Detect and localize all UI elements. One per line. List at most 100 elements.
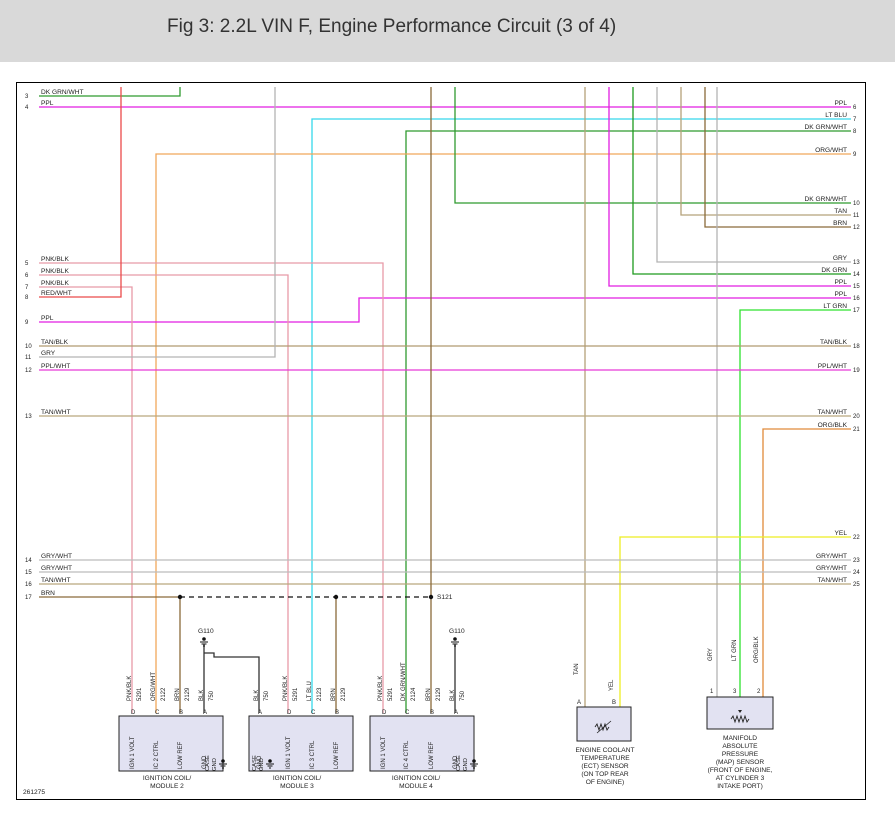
module-pin-function: LOW REF xyxy=(178,741,184,769)
left-pin-wire-label: GRY xyxy=(41,350,56,357)
splice-dot xyxy=(428,594,434,600)
splice-dot xyxy=(333,594,339,600)
right-pin-number: 7 xyxy=(853,117,857,123)
left-pin-number: 5 xyxy=(25,261,29,267)
module-pin-circuit: 5291 xyxy=(388,687,394,701)
module-pin-wire-label: BRN xyxy=(175,688,181,701)
ect-pin-letter: B xyxy=(612,700,616,706)
ect-sensor-name: TEMPERATURE xyxy=(580,755,630,762)
wire-gry-13 xyxy=(656,87,851,263)
wire-lt-blu-ic3 xyxy=(311,118,851,713)
right-pin-wire-label: PPL/WHT xyxy=(818,363,847,370)
wire-blk-gnd3 xyxy=(204,652,260,713)
left-pin-number: 8 xyxy=(25,295,29,301)
module-pin-function: LOW REF xyxy=(429,741,435,769)
right-pin-wire-label: GRY/WHT xyxy=(816,553,847,560)
module-case-gnd-label: GND xyxy=(463,758,469,771)
ect-thermistor-symbol xyxy=(594,722,610,732)
module-pin-letter: A xyxy=(258,710,262,716)
right-pin-number: 14 xyxy=(853,272,860,278)
left-pin-wire-label: TAN/WHT xyxy=(41,409,71,416)
right-pin-wire-label: TAN/WHT xyxy=(817,577,847,584)
module-pin-circuit: 5291 xyxy=(293,687,299,701)
module-pin-letter: B xyxy=(179,710,183,716)
right-pin-number: 9 xyxy=(853,152,857,158)
component-layer xyxy=(118,594,774,772)
ect-pin-wire-label: YEL xyxy=(609,679,615,691)
left-pin-number: 12 xyxy=(25,368,32,374)
right-pin-wire-label: LT BLU xyxy=(825,112,847,119)
right-pin-wire-label: TAN/WHT xyxy=(817,409,847,416)
module-pin-letter: A xyxy=(203,710,207,716)
module-case-gnd-label: GND xyxy=(212,758,218,771)
right-pin-number: 23 xyxy=(853,558,860,564)
module-pin-letter: B xyxy=(335,710,339,716)
ground-label-g110-b: G110 xyxy=(449,628,465,635)
left-pin-wire-label: TAN/WHT xyxy=(41,577,71,584)
module-pin-wire-label: ORG/WHT xyxy=(151,672,157,701)
module-pin-letter: A xyxy=(454,710,458,716)
ect-pin-letter: A xyxy=(577,700,581,706)
map-potentiometer-symbol xyxy=(730,714,750,724)
module-pin-function: GND xyxy=(453,755,459,769)
right-pin-wire-label: TAN xyxy=(834,208,847,215)
module-pin-circuit: 2124 xyxy=(411,687,417,701)
module-pin-wire-label: PNK/BLK xyxy=(283,676,289,701)
ignition-coil-module-2 xyxy=(118,715,224,772)
wire-dk-grn-wht-ic4 xyxy=(405,130,851,713)
right-pin-number: 20 xyxy=(853,414,860,420)
wire-ppl-15 xyxy=(608,87,851,287)
map-sensor-name: ABSOLUTE xyxy=(722,743,758,750)
ground-g110-a-dot xyxy=(202,637,206,641)
left-pin-wire-label: BRN xyxy=(41,590,55,597)
left-pin-number: 11 xyxy=(25,355,32,361)
left-pin-number: 9 xyxy=(25,320,29,326)
module-name: MODULE 4 xyxy=(399,783,433,790)
left-pin-number: 13 xyxy=(25,414,32,420)
wire-lt-grn-map xyxy=(739,309,851,701)
map-pin-wire-label: GRY xyxy=(708,648,714,661)
module-pin-wire-label: DK GRN/WHT xyxy=(401,662,407,701)
right-pin-number: 6 xyxy=(853,105,857,111)
map-pin-wire-label: LT GRN xyxy=(732,640,738,661)
right-pin-wire-label: LT GRN xyxy=(823,303,847,310)
map-pin-letter: 1 xyxy=(710,689,714,695)
module-pin-letter: D xyxy=(131,710,136,716)
right-pin-wire-label: GRY/WHT xyxy=(816,565,847,572)
module-pin-function: IC 3 CTRL xyxy=(310,740,316,769)
right-pin-number: 11 xyxy=(853,213,860,219)
right-pin-wire-label: PPL xyxy=(835,279,848,286)
module-pin-wire-label: BLK xyxy=(199,690,205,701)
ect-sensor-name: OF ENGINE) xyxy=(586,779,624,786)
map-pin-wire-label: ORG/BLK xyxy=(754,636,760,663)
left-pin-wire-label: PPL/WHT xyxy=(41,363,70,370)
wire-brn-12 xyxy=(704,87,851,228)
right-pin-number: 13 xyxy=(853,260,860,266)
right-pin-wire-label: ORG/WHT xyxy=(815,147,847,154)
right-pin-number: 10 xyxy=(853,201,860,207)
module-case-gnd-label: CASE xyxy=(456,755,462,771)
map-sensor-name: AT CYLINDER 3 xyxy=(716,775,765,782)
module-pin-wire-label: LT BLU xyxy=(307,681,313,701)
left-pin-wire-label: DK GRN/WHT xyxy=(41,89,84,96)
right-pin-number: 24 xyxy=(853,570,860,576)
wire-pin3-dk-grn-wht xyxy=(39,87,181,97)
map-sensor-name: (MAP) SENSOR xyxy=(716,759,765,766)
ect-pin-wire-label: TAN xyxy=(574,663,580,675)
module-pin-wire-label: BLK xyxy=(450,690,456,701)
ect-thermistor-arrow xyxy=(596,720,612,734)
module-pin-wire-label: PNK/BLK xyxy=(127,676,133,701)
left-pin-wire-label: PPL xyxy=(41,100,54,107)
map-sensor-name: MANIFOLD xyxy=(723,735,757,742)
figure-id: 261275 xyxy=(23,789,45,796)
module-3-case-ground-dot xyxy=(268,759,272,763)
module-name: MODULE 3 xyxy=(280,783,314,790)
splice-label-s121: S121 xyxy=(437,594,453,601)
module-pin-function: IGN 1 VOLT xyxy=(381,736,387,769)
map-wiper-arrow xyxy=(738,710,742,713)
right-pin-wire-label: PPL xyxy=(835,291,848,298)
right-pin-number: 19 xyxy=(853,368,860,374)
